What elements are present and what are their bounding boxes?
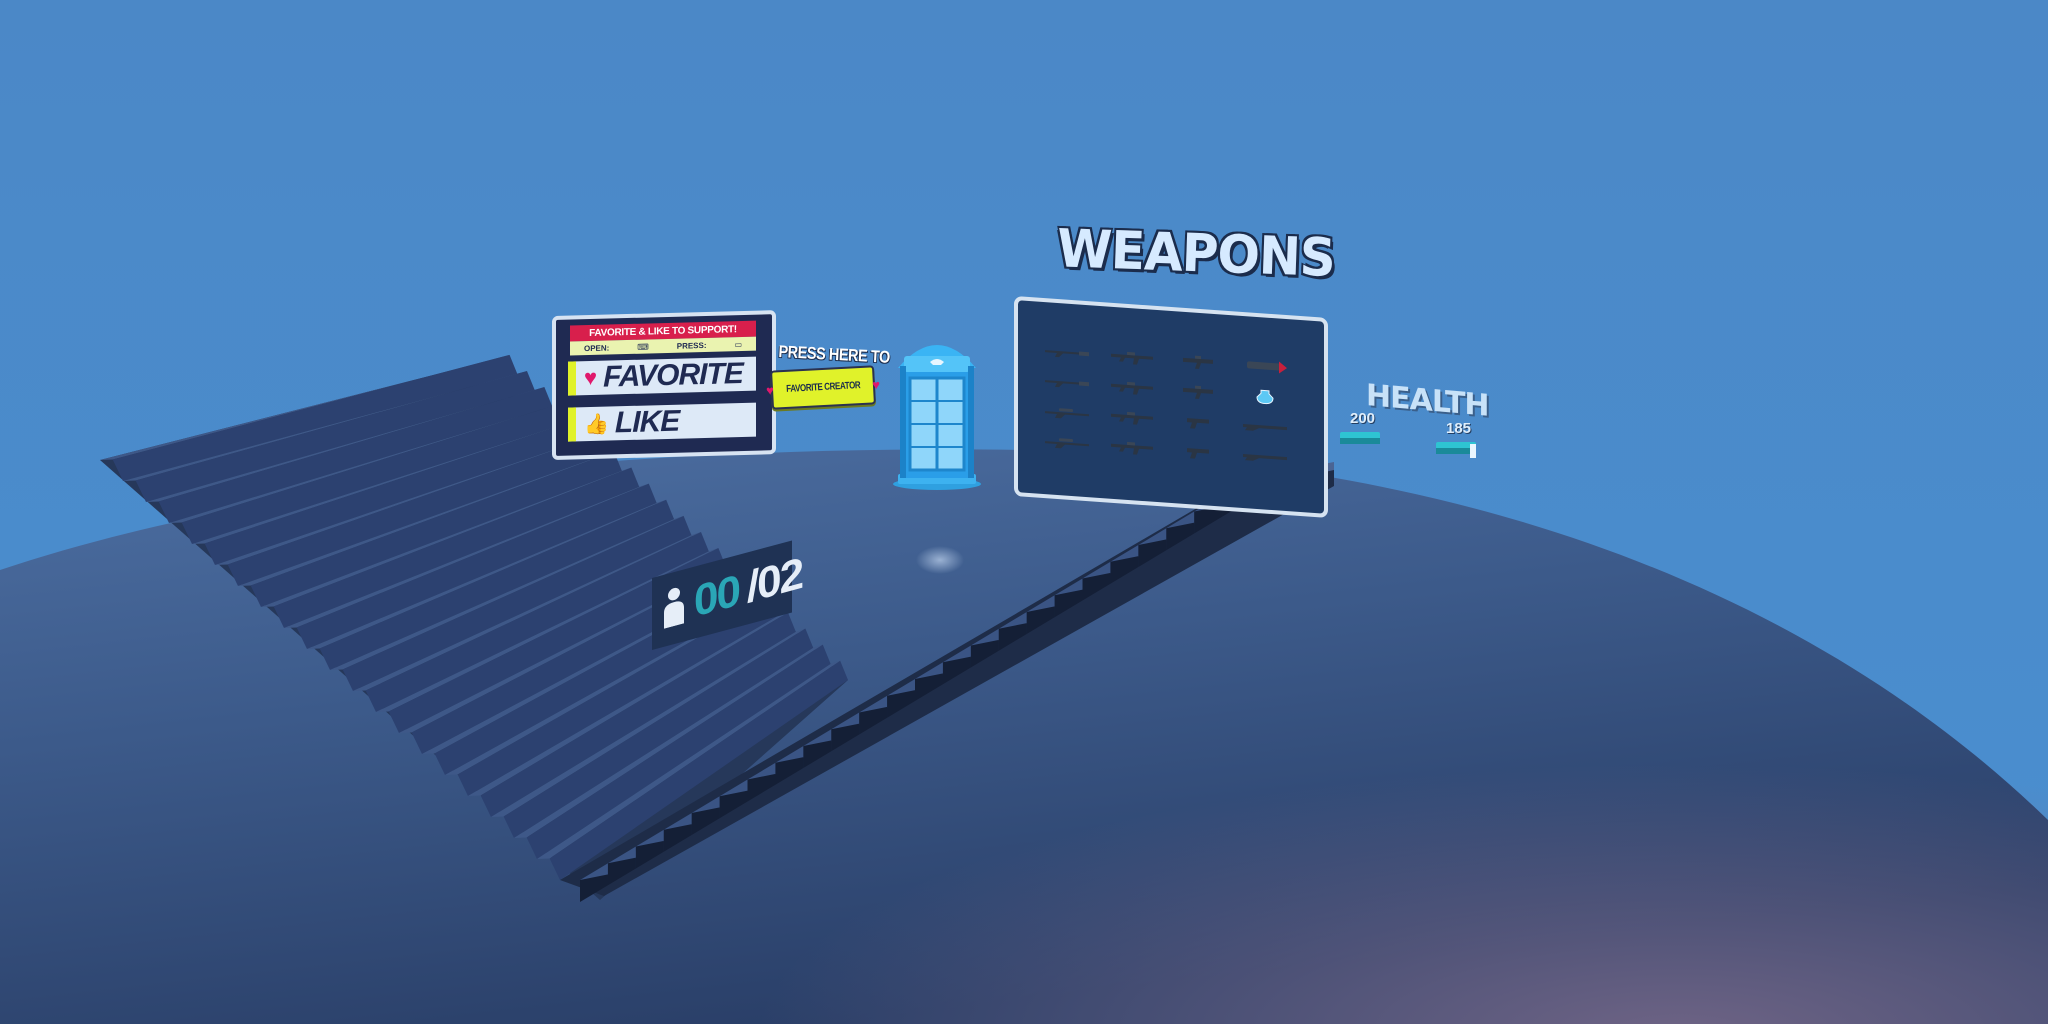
player-counter-sign: 00 /02 [652, 540, 802, 650]
like-row[interactable]: 👍 LIKE [568, 402, 756, 442]
left-step-riser [480, 612, 796, 817]
assault-rifle-icon [1100, 370, 1166, 405]
thumbs-up-icon: 👍 [584, 413, 609, 436]
left-step-tread [261, 467, 632, 607]
sniper-rifle-icon [1034, 425, 1100, 460]
left-step-riser [250, 451, 622, 607]
heart-icon: ♥ [765, 382, 775, 398]
assault-rifle-icon [1100, 340, 1166, 375]
pistol-icon [1166, 405, 1232, 440]
press-label: PRESS: [676, 340, 707, 351]
health-pad-right [1436, 442, 1476, 458]
left-step-tread [491, 628, 806, 817]
support-board: FAVORITE & LIKE TO SUPPORT! OPEN: ⌨ PRES… [552, 310, 776, 460]
smg-icon [1166, 375, 1232, 410]
health-left-value: 200 [1350, 410, 1376, 427]
assault-rifle-icon [1100, 430, 1166, 465]
like-label: LIKE [614, 404, 680, 440]
person-icon [662, 582, 686, 633]
weapons-title: WEAPONS [1055, 218, 1336, 289]
favorite-creator-button[interactable]: ♥ FAVORITE CREATOR ♥ [766, 365, 880, 410]
left-step-riser [457, 596, 779, 796]
smg-icon [1166, 345, 1232, 380]
pistol-icon [1166, 435, 1232, 470]
health-pad-left [1340, 432, 1380, 444]
left-step-riser [204, 419, 587, 565]
left-step-riser [296, 483, 657, 649]
favorite-row[interactable]: ♥ FAVORITE [568, 356, 756, 396]
left-step-tread [468, 612, 788, 796]
left-step-tread [537, 660, 841, 859]
left-step-riser [135, 370, 535, 502]
shotgun-icon [1034, 365, 1100, 400]
left-step-riser [503, 628, 814, 838]
heart-icon: ♥ [584, 364, 598, 391]
right-staircase [560, 462, 1334, 902]
open-menu-icon: ⌨ [637, 341, 649, 352]
left-step-tread [330, 515, 684, 670]
left-step-tread [353, 531, 701, 691]
left-step-tread [514, 644, 823, 838]
left-staircase [100, 354, 848, 900]
left-step-riser [158, 387, 553, 523]
left-step-riser [549, 660, 848, 880]
left-step-tread [215, 435, 597, 565]
heart-icon: ♥ [871, 377, 881, 393]
left-step-riser [365, 531, 709, 712]
phone-booth[interactable] [892, 326, 982, 490]
left-step-riser [181, 403, 570, 544]
left-step-riser [526, 644, 831, 859]
left-step-riser [388, 548, 727, 733]
health-right-value: 185 [1446, 420, 1472, 437]
left-step-tread [376, 548, 719, 712]
player-count-current: 00 [694, 565, 739, 627]
rifle-icon [1232, 409, 1298, 444]
sniper-rifle-icon [1034, 395, 1100, 430]
left-step-riser [112, 354, 518, 481]
left-step-tread [445, 596, 771, 775]
assault-rifle-icon [1100, 400, 1166, 435]
left-step-riser [273, 467, 640, 628]
phone-icon [930, 359, 944, 365]
left-step-tread [284, 483, 649, 628]
launcher-icon [1232, 349, 1298, 384]
shield-potion-icon [1232, 379, 1298, 414]
favorite-label: FAVORITE [603, 357, 743, 394]
weapons-board [1014, 296, 1328, 518]
rifle-icon [1232, 439, 1298, 474]
floor-light [916, 546, 964, 574]
open-label: OPEN: [583, 342, 610, 353]
left-step-riser [319, 499, 674, 670]
left-step-tread [238, 451, 614, 586]
shotgun-icon [1034, 335, 1100, 370]
press-key-icon: ▭ [734, 339, 743, 349]
left-step-tread [307, 499, 667, 649]
favorite-creator-label: FAVORITE CREATOR [785, 380, 861, 395]
left-step-tread [399, 564, 736, 733]
left-step-riser [342, 515, 692, 691]
left-step-riser [227, 435, 605, 586]
weapon-grid [1034, 335, 1298, 473]
